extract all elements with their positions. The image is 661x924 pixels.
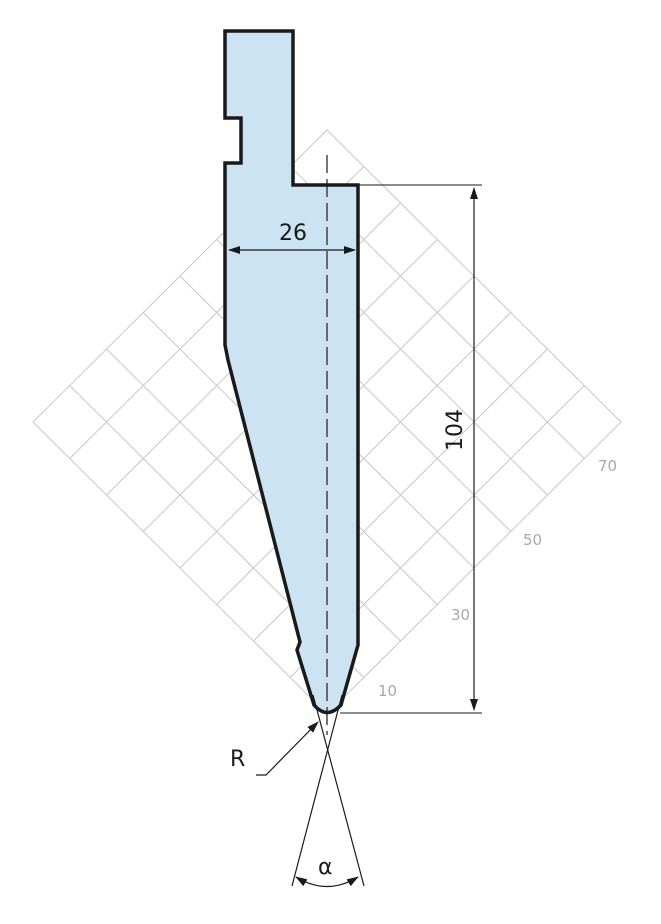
grid-label-50: 50 xyxy=(523,531,542,549)
angle-label: α xyxy=(318,855,333,880)
width-dimension: 26 xyxy=(228,221,356,254)
grid-label-30: 30 xyxy=(451,606,470,624)
height-dimension-label: 104 xyxy=(443,409,468,451)
grid-scale-labels: 10 30 50 70 xyxy=(378,457,617,700)
grid-line xyxy=(216,312,512,605)
radius-label: R xyxy=(230,747,245,772)
grid-label-70: 70 xyxy=(598,457,617,475)
width-dimension-label: 26 xyxy=(279,221,307,246)
radius-leader: R xyxy=(230,721,319,776)
punch-tool-body xyxy=(223,29,360,715)
angle-indicator: α xyxy=(291,694,365,887)
grid-label-10: 10 xyxy=(378,682,397,700)
height-dimension: 104 xyxy=(340,184,482,714)
